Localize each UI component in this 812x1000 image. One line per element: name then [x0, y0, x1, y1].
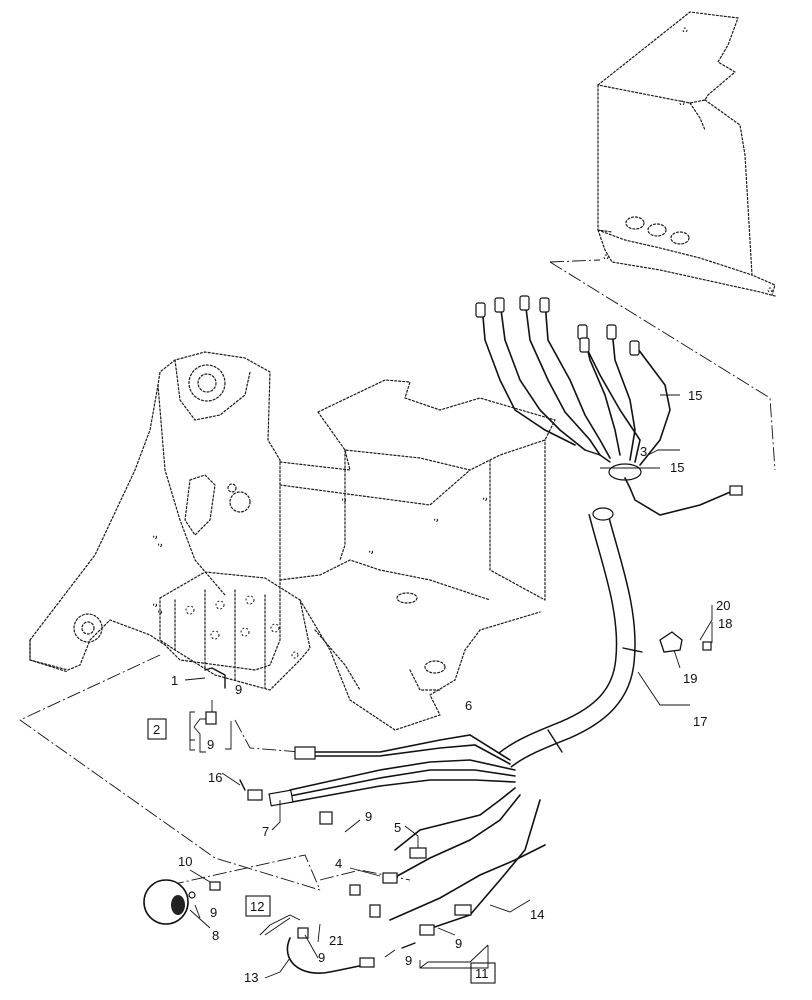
callout-labels: 1 2 3 4 5 6 7 8 9 9 9 9 9 9 9 10 11 12 1…	[147, 388, 732, 985]
callout-9-upper: 9	[235, 682, 242, 697]
callout-2-box	[147, 718, 167, 740]
callout-6: 6	[465, 698, 472, 713]
leader-lines	[184, 394, 713, 979]
chassis-frame	[29, 351, 281, 673]
callout-10: 10	[178, 854, 192, 869]
callout-8: 8	[212, 928, 219, 943]
callout-21: 21	[329, 933, 343, 948]
callout-19: 19	[683, 671, 697, 686]
callout-9-lower-left: 9	[318, 950, 325, 965]
upper-hose-bundle	[475, 295, 743, 516]
center-frame	[279, 379, 556, 731]
callout-9-accumulator: 9	[210, 905, 217, 920]
control-valve-block	[159, 571, 311, 691]
phantom-line-fitting2	[234, 719, 301, 753]
loose-fittings	[204, 667, 416, 974]
callout-17: 17	[693, 714, 707, 729]
callout-3: 3	[640, 444, 647, 459]
callout-9-middle: 9	[365, 809, 372, 824]
callout-9-lower-mid: 9	[405, 953, 412, 968]
callout-1: 1	[171, 673, 178, 688]
callout-9-lower-right: 9	[455, 936, 462, 951]
callout-2: 2	[153, 722, 160, 737]
group-brackets	[189, 711, 489, 969]
callout-7: 7	[262, 824, 269, 839]
phantom-line-tank-right	[549, 261, 776, 471]
callout-9-bracket: 9	[207, 737, 214, 752]
phantom-line-tank-left	[549, 259, 601, 263]
callout-16: 16	[208, 770, 222, 785]
callout-15-upper: 15	[688, 388, 702, 403]
callout-12: 12	[250, 899, 264, 914]
callout-14: 14	[530, 907, 544, 922]
accumulator	[143, 879, 221, 925]
callout-12-box	[245, 895, 271, 917]
callout-11: 11	[475, 966, 489, 981]
callout-18: 18	[718, 616, 732, 631]
callout-15-lower: 15	[670, 460, 684, 475]
clamp-part	[659, 631, 712, 653]
lower-hose-bundle	[268, 734, 546, 936]
phantom-line-valve-left	[19, 654, 321, 891]
callout-4: 4	[335, 856, 342, 871]
phantom-line-accumulator	[169, 854, 321, 891]
callout-13: 13	[244, 970, 258, 985]
large-return-hose	[498, 507, 643, 768]
hydraulic-tank-cover	[597, 11, 776, 297]
callout-5: 5	[394, 820, 401, 835]
callout-20: 20	[716, 598, 730, 613]
